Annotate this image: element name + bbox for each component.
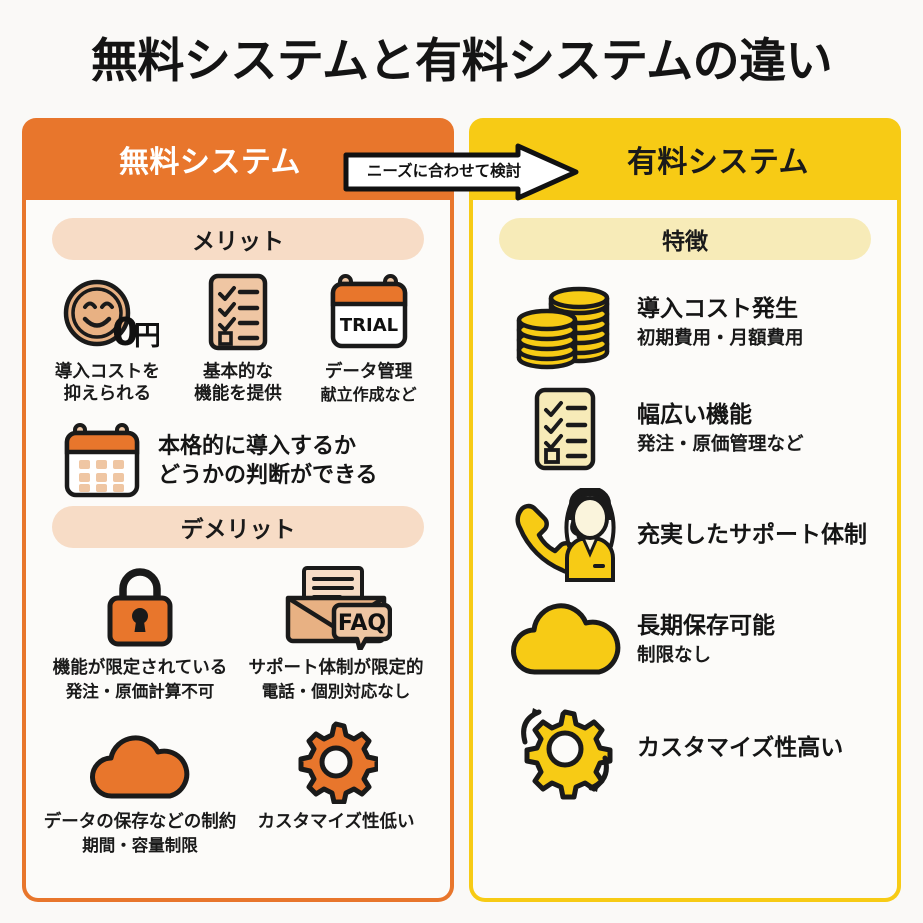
paid-system-column: 有料システム 特徴 bbox=[469, 118, 901, 902]
transition-arrow-label: ニーズに合わせて検討 bbox=[366, 162, 522, 180]
merit-section-label: メリット bbox=[52, 218, 424, 260]
merit-item-data-management-line1: データ管理 bbox=[324, 362, 413, 382]
feature-item-storage-line1: 長期保存可能 bbox=[637, 612, 775, 639]
svg-text:0: 0 bbox=[112, 310, 138, 352]
demerit-item-limited-support-line1: サポート体制が限定的 bbox=[248, 657, 424, 678]
headset-operator-icon bbox=[499, 488, 631, 584]
demerit-item-limited-features: 機能が限定されている 発注・原価計算不可 bbox=[42, 558, 238, 703]
transition-arrow: ニーズに合わせて検討 bbox=[342, 143, 580, 201]
paid-system-header-label: 有料システム bbox=[626, 145, 810, 180]
feature-item-customization-line1: カスタマイズ性高い bbox=[637, 735, 844, 762]
svg-text:円: 円 bbox=[134, 321, 159, 352]
demerit-item-limited-support: FAQ サポート体制が限定的 電話・個別対応なし bbox=[238, 558, 434, 703]
merit-item-cost-line1: 導入コストを 抑えられる bbox=[54, 362, 160, 405]
feature-item-cost-line2: 初期費用・月額費用 bbox=[637, 328, 804, 350]
feature-item-customization-text: カスタマイズ性高い bbox=[637, 735, 843, 763]
demerit-item-limited-support-line2: 電話・個別対応なし bbox=[261, 681, 411, 701]
free-system-header-label: 無料システム bbox=[118, 145, 302, 180]
feature-item-support: 充実したサポート体制 bbox=[489, 488, 881, 584]
checklist-document-icon bbox=[174, 272, 302, 352]
gear-icon bbox=[238, 712, 434, 805]
smiley-coin-zero-yen-icon: 0 円 bbox=[43, 272, 171, 352]
demerit-item-limited-features-line2: 発注・原価計算不可 bbox=[65, 681, 215, 701]
lock-icon bbox=[42, 558, 238, 650]
demerit-row-1: 機能が限定されている 発注・原価計算不可 FAQ bbox=[42, 558, 434, 703]
demerit-item-low-customization-line1: カスタマイズ性低い bbox=[257, 812, 415, 833]
feature-item-broad-features-text: 幅広い機能 発注・原価管理など bbox=[637, 402, 804, 457]
calendar-icon bbox=[56, 422, 148, 500]
feature-item-customization: カスタマイズ性高い bbox=[489, 696, 881, 802]
feature-item-storage: 長期保存可能 制限なし bbox=[489, 600, 881, 680]
gear-rotate-icon bbox=[499, 696, 631, 802]
free-system-column: 無料システム メリット 0 円 bbox=[22, 118, 454, 902]
trial-calendar-icon: TRIAL bbox=[305, 272, 433, 352]
feature-item-storage-line2: 制限なし bbox=[637, 645, 712, 667]
merit-item-trial-decision: 本格的に導入するか どうかの判断ができる bbox=[56, 422, 434, 500]
demerit-section-label: デメリット bbox=[52, 505, 424, 548]
page-title: 無料システムと有料システムの違い bbox=[90, 34, 833, 89]
feature-section-label: 特徴 bbox=[499, 218, 871, 260]
cloud-icon bbox=[499, 600, 631, 680]
coin-stacks-icon bbox=[499, 276, 631, 370]
demerit-item-limited-features-line1: 機能が限定されている bbox=[52, 657, 228, 678]
feature-item-storage-text: 長期保存可能 制限なし bbox=[637, 613, 775, 668]
merit-item-trial-decision-text: 本格的に導入するか どうかの判断ができる bbox=[158, 433, 378, 488]
merit-item-data-management: TRIAL データ管理 献立作成など bbox=[305, 272, 433, 406]
merit-item-basic-features: 基本的な 機能を提供 bbox=[174, 272, 302, 406]
feature-item-broad-features-line1: 幅広い機能 bbox=[637, 401, 752, 428]
demerit-item-storage-limit-line1: データの保存などの制約 bbox=[43, 812, 237, 833]
svg-text:FAQ: FAQ bbox=[338, 611, 386, 636]
merit-item-basic-features-line1: 基本的な 機能を提供 bbox=[194, 362, 282, 405]
merit-item-cost: 0 円 導入コストを 抑えられる bbox=[43, 272, 171, 406]
feature-item-support-text: 充実したサポート体制 bbox=[637, 522, 867, 550]
merit-item-data-management-line2: 献立作成など bbox=[320, 385, 417, 405]
feature-item-broad-features: 幅広い機能 発注・原価管理など bbox=[489, 386, 881, 472]
svg-text:TRIAL: TRIAL bbox=[340, 315, 398, 336]
demerit-item-low-customization: カスタマイズ性低い bbox=[238, 712, 434, 857]
demerit-item-storage-limit-line2: 期間・容量制限 bbox=[82, 836, 198, 856]
merit-trio-row: 0 円 導入コストを 抑えられる bbox=[42, 272, 434, 406]
feature-item-support-line1: 充実したサポート体制 bbox=[637, 522, 867, 549]
feature-item-cost-line1: 導入コスト発生 bbox=[637, 295, 798, 322]
paid-system-body: 特徴 bbox=[469, 200, 901, 902]
envelope-faq-icon: FAQ bbox=[238, 558, 434, 650]
feature-item-cost-text: 導入コスト発生 初期費用・月額費用 bbox=[637, 296, 804, 351]
feature-item-cost: 導入コスト発生 初期費用・月額費用 bbox=[489, 276, 881, 370]
cloud-icon bbox=[42, 712, 238, 804]
free-system-body: メリット 0 円 導入コストを 抑えられる bbox=[22, 200, 454, 902]
checklist-document-icon bbox=[499, 386, 631, 472]
feature-item-broad-features-line2: 発注・原価管理など bbox=[637, 434, 804, 456]
demerit-item-storage-limit: データの保存などの制約 期間・容量制限 bbox=[42, 712, 238, 857]
right-arrow-banner-icon bbox=[343, 143, 579, 201]
demerit-row-2: データの保存などの制約 期間・容量制限 カスタマイズ性低い bbox=[42, 712, 434, 857]
